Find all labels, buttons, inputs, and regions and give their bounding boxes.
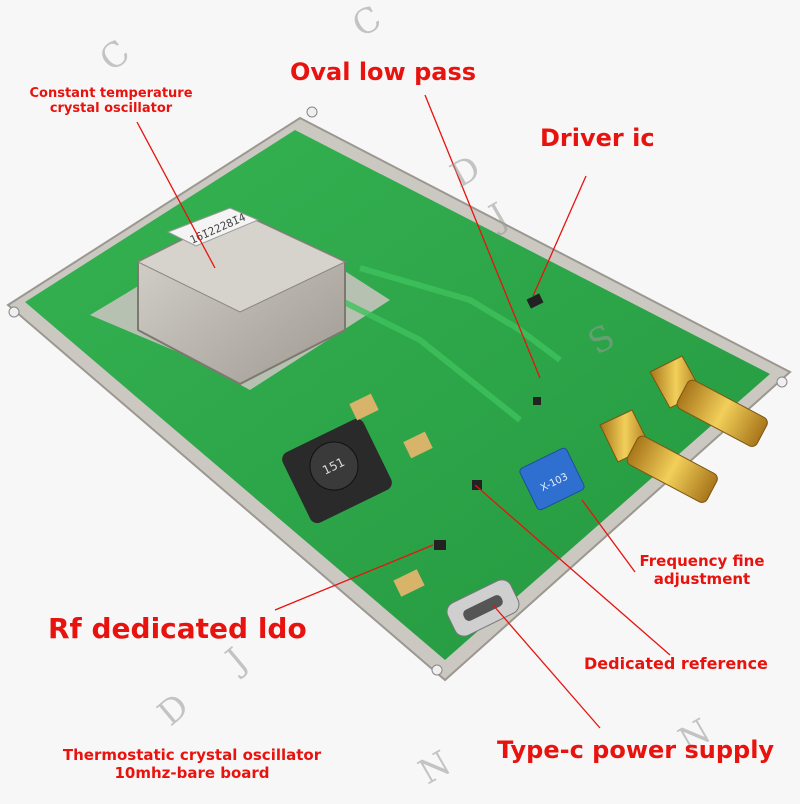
sma-connector-top xyxy=(649,355,768,447)
annotation-pointers xyxy=(136,94,671,729)
inductor xyxy=(282,418,392,524)
label-rf-dedicated-ldo: Rf dedicated ldo xyxy=(48,612,307,645)
label-dedicated-reference: Dedicated reference xyxy=(584,654,768,673)
label-frequency-fine-adjustment: Frequency fine adjustment xyxy=(639,552,765,588)
label-type-c-power-supply: Type-c power supply xyxy=(497,736,775,764)
caption: Thermostatic crystal oscillator 10mhz-ba… xyxy=(62,746,322,782)
label-oval-low-pass: Oval low pass xyxy=(290,58,477,86)
sma-connector-bottom xyxy=(599,409,718,503)
label-ocxo: Constant temperature crystal oscillator xyxy=(29,86,193,116)
trimmer-pot xyxy=(519,447,585,511)
label-driver-ic: Driver ic xyxy=(540,124,655,152)
ocxo-can xyxy=(136,207,347,386)
